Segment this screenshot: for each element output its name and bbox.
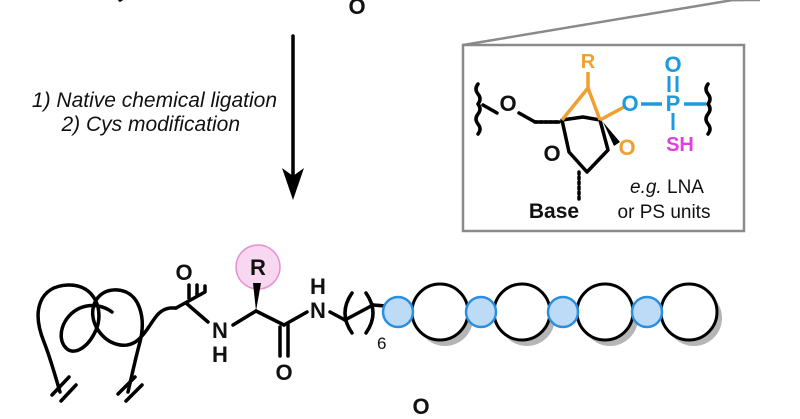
amide-h-right: H — [310, 274, 326, 299]
inset-note-line2: or PS units — [618, 202, 711, 223]
chain-subscript: 6 — [377, 334, 386, 353]
peptide-backbone: O N H R O H N 6 — [174, 244, 388, 385]
amide-n-left: N — [212, 318, 228, 343]
reaction-arrow — [282, 34, 304, 200]
large-bead-3 — [575, 282, 635, 342]
inset-note-line1: e.g. LNA — [630, 177, 704, 198]
carbonyl-oxygen-2: O — [275, 360, 292, 385]
inset-ether-oxygen: O — [499, 91, 516, 116]
chain-bracket-right — [364, 291, 375, 335]
chain-bracket-left — [343, 291, 354, 335]
small-bead-4 — [630, 295, 664, 329]
small-bead-3 — [546, 295, 580, 329]
inset-phosphate-oxygen: O — [621, 91, 638, 116]
large-bead-1 — [410, 282, 470, 342]
large-bead-4 — [659, 282, 719, 342]
inset-phosphorus: P — [666, 91, 681, 116]
small-bead-1 — [381, 295, 415, 329]
inset-connector-line — [462, 0, 760, 47]
inset-panel: O R O O Base O P O SH e.g. LNA — [461, 0, 760, 233]
step-1-text: 1) Native chemical ligation — [32, 89, 277, 112]
amide-h-left: H — [212, 342, 228, 367]
carbonyl-oxygen-1: O — [175, 260, 192, 285]
inset-sh-group: SH — [666, 134, 694, 156]
wavy-bond-right — [704, 82, 712, 136]
large-bead-2 — [492, 282, 552, 342]
inset-ring-oxygen-left: O — [543, 141, 560, 166]
small-bead-2 — [464, 295, 498, 329]
inset-ring-oxygen-right: O — [618, 135, 635, 160]
inset-base-label: Base — [529, 200, 579, 223]
inset-r-group: R — [581, 51, 596, 73]
protein-loop-icon — [36, 283, 178, 403]
oligo-bead-chain — [381, 282, 722, 346]
product-r-group: R — [250, 255, 266, 280]
step-2-text: 2) Cys modification — [60, 113, 240, 136]
amide-n-right: N — [310, 298, 326, 323]
top-oxygen-label: O — [348, 0, 365, 19]
bottom-oxygen-label: O — [412, 394, 429, 419]
inset-double-bond-oxygen: O — [664, 52, 681, 77]
wavy-bond-left — [474, 82, 482, 136]
